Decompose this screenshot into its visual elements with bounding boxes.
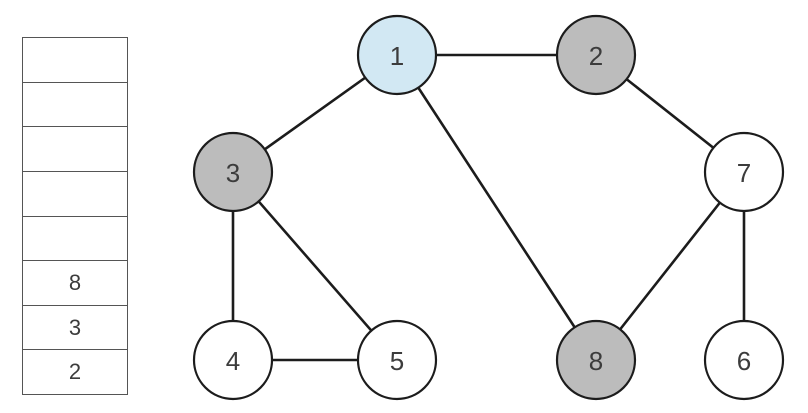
graph-node-3	[192, 131, 274, 213]
graph-node-5	[356, 319, 438, 401]
graph-node-label-5: 5	[390, 346, 404, 376]
graph-node-1	[356, 14, 438, 96]
graph-node-label-2: 2	[589, 41, 603, 71]
graph-node-label-6: 6	[737, 346, 751, 376]
graph-node-4	[192, 319, 274, 401]
stack-cell-6: 8	[23, 261, 127, 306]
graph-node-8	[555, 319, 637, 401]
stack-cell-7: 3	[23, 306, 127, 351]
stack-cell-5	[23, 217, 127, 262]
graph-node-label-8: 8	[589, 346, 603, 376]
stack-cell-8: 2	[68, 359, 82, 385]
graph-edge-1-8	[395, 53, 598, 362]
graph-node-2	[555, 14, 637, 96]
graph-edge-3-5	[231, 170, 399, 362]
stack-cell-1	[23, 38, 127, 83]
graph-node-label-1: 1	[390, 41, 404, 71]
graph-node-label-7: 7	[737, 158, 751, 188]
graph-node-label-4: 4	[226, 346, 240, 376]
stack-cell-4	[23, 172, 127, 217]
graph-node-7	[703, 131, 785, 213]
stack-cell-3	[23, 127, 127, 172]
graph-node-6	[703, 319, 785, 401]
stack-cell-2	[23, 83, 127, 128]
graph-node-label-3: 3	[226, 158, 240, 188]
